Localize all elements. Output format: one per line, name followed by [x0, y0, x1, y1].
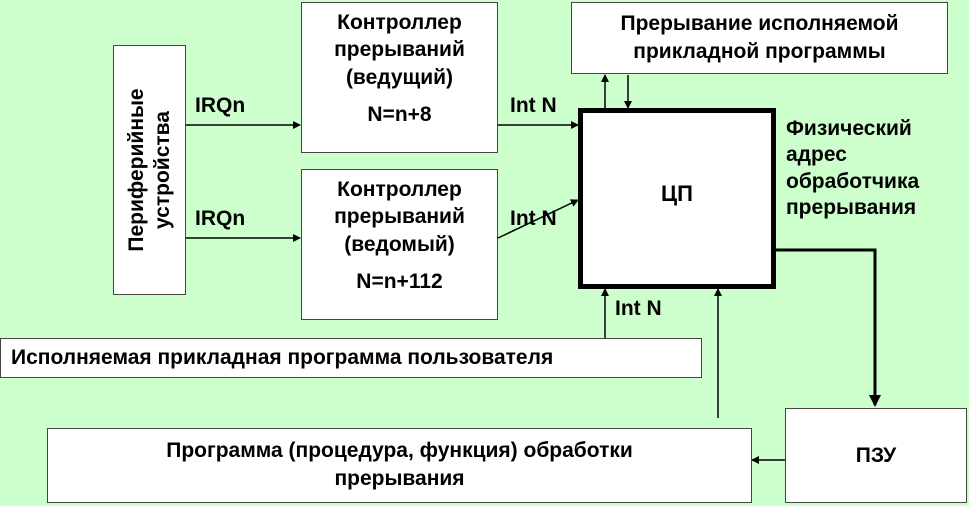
int-label-master: Int N [510, 94, 557, 117]
controller-master-title: Контроллер прерываний (ведущий) [334, 11, 465, 89]
rom-label: ПЗУ [855, 443, 897, 467]
physical-address-label: Физический адрес обработчика прерывания [786, 117, 920, 219]
controller-slave-box: Контроллер прерываний (ведомый) N=n+112 [301, 169, 498, 320]
arrow-cpu-to-rom [776, 248, 881, 407]
interruption-box: Прерывание исполняемой прикладной програ… [571, 2, 948, 74]
int-label-slave: Int N [510, 207, 557, 230]
cpu-label: ЦП [661, 181, 693, 207]
peripheral-label-line2: устройства [150, 111, 174, 229]
rom-box: ПЗУ [785, 408, 967, 503]
user-program-box: Исполняемая прикладная программа пользов… [0, 338, 702, 378]
controller-slave-title: Контроллер прерываний (ведомый) [334, 178, 465, 256]
controller-slave-n: N=n+112 [356, 269, 443, 293]
controller-master-box: Контроллер прерываний (ведущий) N=n+8 [301, 2, 498, 153]
irq-label-slave: IRQn [195, 207, 246, 230]
controller-master-n: N=n+8 [367, 102, 432, 126]
user-program-label: Исполняемая прикладная программа пользов… [11, 346, 554, 369]
peripheral-devices-box: Периферийные устройства [113, 45, 186, 295]
cpu-box: ЦП [578, 108, 776, 289]
int-label-program: Int N [615, 297, 662, 320]
handler-program-box: Программа (процедура, функция) обработки… [47, 428, 752, 503]
irq-label-master: IRQn [195, 94, 246, 117]
peripheral-label-line1: Периферийные [124, 88, 148, 252]
arrow-int-slave [497, 199, 579, 239]
